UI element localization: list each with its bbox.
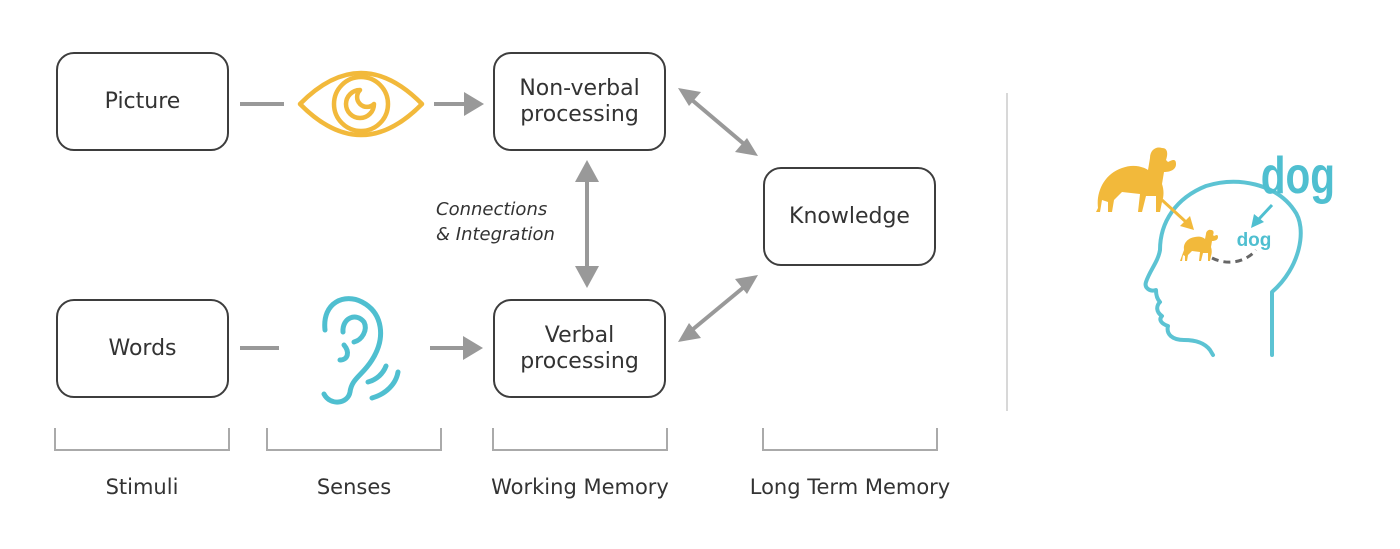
knowledge-node: Knowledge <box>763 167 936 266</box>
words-label: Words <box>108 335 177 361</box>
head-link-dashed <box>1211 248 1258 264</box>
big-dog-word: dog <box>1261 146 1335 204</box>
stage-label-working-memory: Working Memory <box>491 475 669 499</box>
stage-brackets <box>54 428 938 451</box>
caption-line1: Connections <box>436 199 548 220</box>
nonverbal-label-line2: processing <box>520 101 639 127</box>
verbal-processing-node: Verbal processing <box>493 299 666 398</box>
words-node: Words <box>56 299 229 398</box>
connections-caption: Connections & Integration <box>436 197 586 247</box>
word-into-head-arrow <box>1251 203 1274 228</box>
eye-icon <box>297 70 425 138</box>
picture-into-head-arrow <box>1160 198 1194 230</box>
verbal-label-line2: processing <box>520 348 639 374</box>
dog-icon <box>1096 147 1176 212</box>
senses-bracket <box>266 428 442 451</box>
nonverbal-label-line1: Non-verbal <box>519 75 640 101</box>
stage-label-senses: Senses <box>316 475 392 499</box>
stimuli-bracket <box>54 428 230 451</box>
connections-double-arrow <box>575 160 599 288</box>
nonverbal-processing-node: Non-verbal processing <box>493 52 666 151</box>
stage-label-long-term-memory: Long Term Memory <box>749 475 951 499</box>
ear-icon <box>321 296 401 405</box>
caption-line2: & Integration <box>436 224 555 245</box>
nonverbal-knowledge-double-arrow <box>678 88 758 156</box>
long-term-memory-bracket <box>762 428 938 451</box>
verbal-knowledge-double-arrow <box>678 275 758 342</box>
ear-to-verbal-arrow <box>430 336 483 360</box>
small-dog-icon <box>1180 229 1218 261</box>
knowledge-label: Knowledge <box>789 203 910 229</box>
working-memory-bracket <box>492 428 668 451</box>
verbal-label-line1: Verbal <box>544 322 615 348</box>
small-dog-word: dog <box>1237 230 1272 251</box>
picture-label: Picture <box>104 88 181 114</box>
head-profile-icon <box>1143 179 1303 357</box>
picture-node: Picture <box>56 52 229 151</box>
stage-label-stimuli: Stimuli <box>105 475 179 499</box>
eye-to-nonverbal-arrow <box>434 92 484 116</box>
